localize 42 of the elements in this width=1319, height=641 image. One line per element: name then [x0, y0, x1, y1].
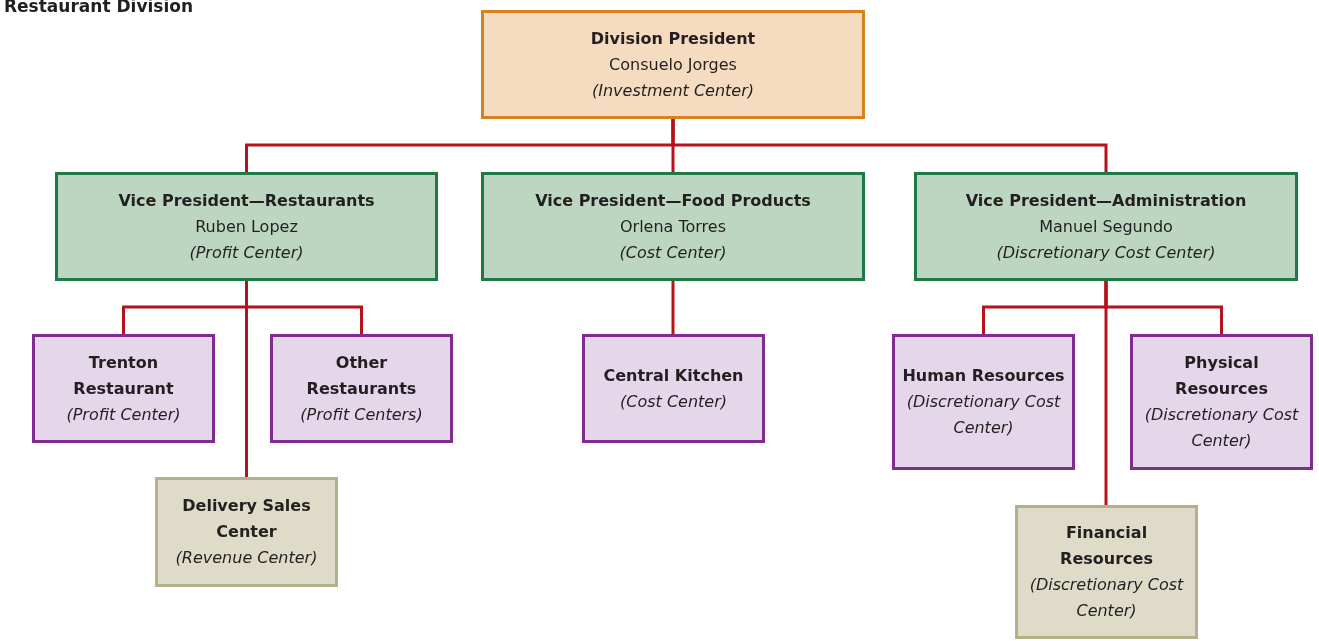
org-unit-box: [32, 334, 215, 443]
center-type: (Profit Centers): [300, 403, 423, 426]
manager-name: Consuelo Jorges: [609, 53, 737, 76]
org-unit-box: [481, 172, 865, 281]
unit-title: Other Restaurants: [305, 351, 418, 400]
org-unit-box: [582, 334, 765, 443]
center-type: (Discretionary Cost Center): [1143, 404, 1300, 452]
center-type: (Cost Center): [620, 390, 727, 413]
org-unit-box: [1015, 505, 1198, 639]
center-type: (Discretionary Cost Center): [1028, 574, 1185, 622]
center-type: (Profit Center): [66, 403, 181, 426]
unit-title: Physical Resources: [1174, 352, 1269, 400]
center-type: (Profit Center): [189, 241, 304, 264]
unit-title: Vice President—Administration: [965, 189, 1247, 212]
org-unit-box: [270, 334, 453, 443]
unit-title: Vice President—Food Products: [535, 189, 811, 212]
unit-title: Delivery Sales Center: [181, 495, 312, 543]
unit-title: Trenton Restaurant: [72, 351, 175, 400]
unit-title: Human Resources: [902, 365, 1065, 387]
unit-title: Financial Resources: [1059, 522, 1154, 570]
unit-title: Division President: [590, 27, 756, 50]
manager-name: Manuel Segundo: [1039, 215, 1173, 238]
org-unit-box: [914, 172, 1298, 281]
center-type: (Cost Center): [619, 241, 727, 264]
manager-name: Orlena Torres: [619, 215, 726, 238]
center-type: (Revenue Center): [175, 547, 318, 569]
manager-name: Ruben Lopez: [195, 215, 298, 238]
org-unit-box: [155, 477, 338, 587]
center-type: (Discretionary Cost Center): [905, 391, 1062, 439]
connector-line: [671, 119, 1108, 172]
center-type: (Discretionary Cost Center): [996, 241, 1216, 264]
connector-line: [1104, 281, 1108, 505]
connector-line: [671, 281, 675, 334]
diagram-title: Restaurant Division: [4, 0, 194, 16]
org-unit-box: [1130, 334, 1313, 470]
org-unit-box: [55, 172, 438, 281]
unit-title: Central Kitchen: [603, 364, 744, 387]
org-unit-box: [481, 10, 865, 119]
connector-line: [245, 281, 248, 477]
unit-title: Vice President—Restaurants: [118, 189, 375, 212]
center-type: (Investment Center): [591, 79, 754, 102]
org-unit-box: [892, 334, 1075, 470]
